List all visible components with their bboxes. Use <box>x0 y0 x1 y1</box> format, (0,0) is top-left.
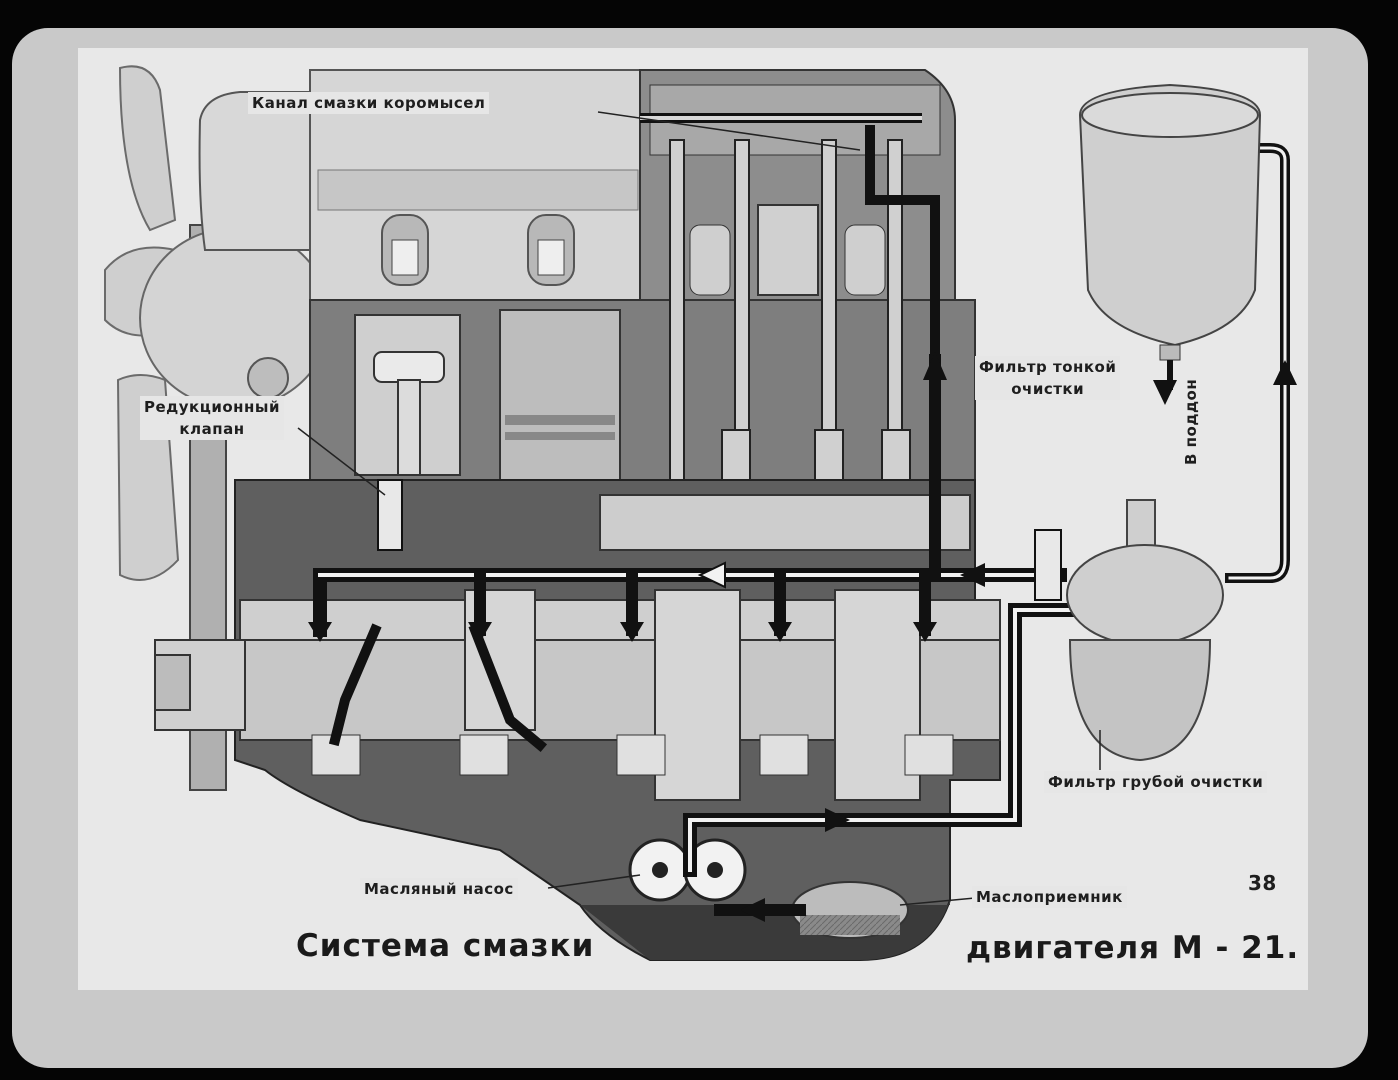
label-fine-filter: Фильтр тонкой очистки <box>975 356 1121 400</box>
callout-lines <box>297 111 1101 906</box>
label-coarse-filter: Фильтр грубой очистки <box>1044 771 1268 793</box>
fine-filter <box>1078 83 1262 390</box>
label-oil-pump: Масляный насос <box>360 878 518 900</box>
title-right: двигателя М - 21. <box>966 930 1300 966</box>
head-section <box>639 69 956 301</box>
label-reducing-valve-line2: клапан <box>179 420 245 438</box>
label-rocker-oil-channel: Канал смазки коромысел <box>248 92 490 114</box>
title-left: Система смазки <box>296 928 595 964</box>
label-oil-intake: Маслоприемник <box>972 886 1127 908</box>
label-reducing-valve-line1: Редукционный <box>144 398 280 416</box>
coarse-filter <box>1034 499 1224 762</box>
label-fine-filter-line1: Фильтр тонкой <box>979 358 1117 376</box>
slide-number: 38 <box>1248 871 1277 895</box>
label-reducing-valve: Редукционный клапан <box>140 396 284 440</box>
label-fine-filter-line2: очистки <box>1011 380 1085 398</box>
oil-pump <box>628 838 747 902</box>
crankcase <box>154 479 1001 961</box>
push-rods <box>669 139 911 501</box>
label-to-sump: В поддон <box>1182 378 1200 465</box>
cylinder-head <box>309 69 641 301</box>
crankshaft-pulley <box>154 654 191 711</box>
flow-arrows <box>308 352 1297 922</box>
reducing-valve <box>377 479 403 551</box>
water-pump <box>139 227 331 409</box>
